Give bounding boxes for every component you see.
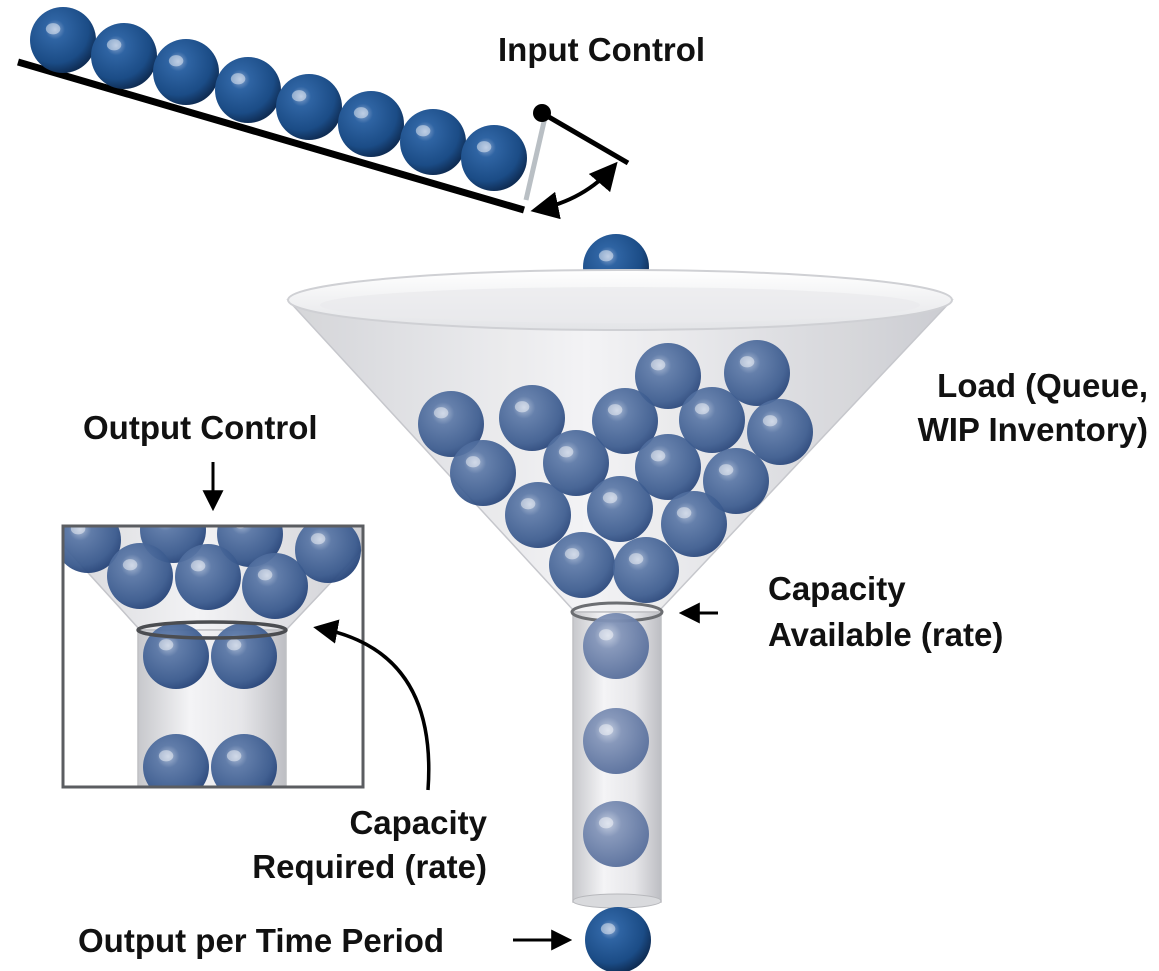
gate-closed-position: [523, 112, 549, 201]
sphere-icon: [679, 387, 745, 453]
sphere-icon: [703, 448, 769, 514]
sphere-icon: [635, 343, 701, 409]
load-label-line2: WIP Inventory): [918, 411, 1148, 448]
sphere-icon: [211, 734, 277, 787]
queued-balls: [30, 7, 527, 191]
capacity-required-label-line2: Required (rate): [252, 848, 487, 885]
sphere-icon: [583, 801, 649, 867]
sphere-icon: [91, 23, 157, 89]
sphere-icon: [613, 537, 679, 603]
sphere-icon: [505, 482, 571, 548]
capacity-required-label-line1: Capacity: [349, 804, 487, 841]
hinged-gate-icon: [530, 104, 630, 220]
sphere-icon: [418, 391, 484, 457]
sphere-icon: [724, 340, 790, 406]
annotation-arrows: [202, 462, 718, 951]
output-control-inset: [61, 524, 365, 789]
sphere-icon: [211, 623, 277, 689]
sphere-icon: [583, 708, 649, 774]
sphere-icon: [338, 91, 404, 157]
input-control-label: Input Control: [498, 31, 705, 68]
sphere-icon: [583, 613, 649, 679]
ramp-line: [17, 58, 525, 214]
sphere-icon: [143, 734, 209, 787]
sphere-icon: [450, 440, 516, 506]
sphere-icon: [549, 532, 615, 598]
sphere-icon: [242, 553, 308, 619]
tube-balls: [583, 613, 649, 867]
sphere-icon: [276, 74, 342, 140]
sphere-icon: [30, 7, 96, 73]
sphere-icon: [592, 388, 658, 454]
capacity-available-label-line2: Available (rate): [768, 616, 1003, 653]
inset-border: [61, 524, 365, 789]
sphere-icon: [215, 57, 281, 123]
sphere-icon: [635, 434, 701, 500]
sphere-icon: [587, 476, 653, 542]
capacity-required-arrow-icon: [313, 619, 431, 791]
output-ball: [585, 907, 651, 971]
input-ramp: [17, 58, 549, 214]
load-balls: [418, 340, 813, 603]
sphere-icon: [153, 39, 219, 105]
sphere-icon: [175, 544, 241, 610]
inset-capacity-ring: [136, 620, 288, 640]
sphere-icon: [143, 623, 209, 689]
sphere-icon: [400, 109, 466, 175]
capacity-available-label-line1: Capacity: [768, 570, 906, 607]
sphere-icon: [461, 125, 527, 191]
sphere-icon: [63, 526, 121, 573]
sphere-icon: [543, 430, 609, 496]
sphere-icon: [747, 399, 813, 465]
sphere-icon: [107, 543, 173, 609]
output-control-label: Output Control: [83, 409, 318, 446]
sphere-icon: [295, 526, 361, 583]
sphere-icon: [585, 907, 651, 971]
sphere-icon: [661, 491, 727, 557]
output-per-time-period-label: Output per Time Period: [78, 922, 444, 959]
gate-swing-arrow-icon: [530, 161, 618, 220]
sphere-icon: [499, 385, 565, 451]
load-label-line1: Load (Queue,: [937, 367, 1148, 404]
